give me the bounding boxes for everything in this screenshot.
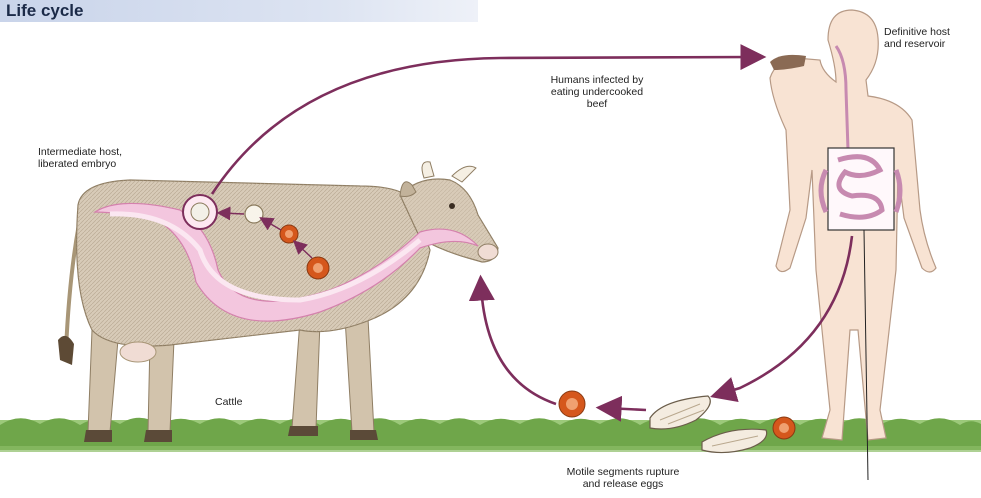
label-cattle: Cattle xyxy=(215,396,242,408)
label-motile-segments: Motile segments rupture and release eggs xyxy=(550,466,696,490)
label-humans-infected: Humans infected by eating undercooked be… xyxy=(530,74,664,110)
cow-illustration xyxy=(58,162,498,442)
human-figure xyxy=(770,10,936,480)
label-definitive-host: Definitive host and reservoir xyxy=(884,26,950,50)
label-intermediate-host: Intermediate host, liberated embryo xyxy=(38,146,122,170)
